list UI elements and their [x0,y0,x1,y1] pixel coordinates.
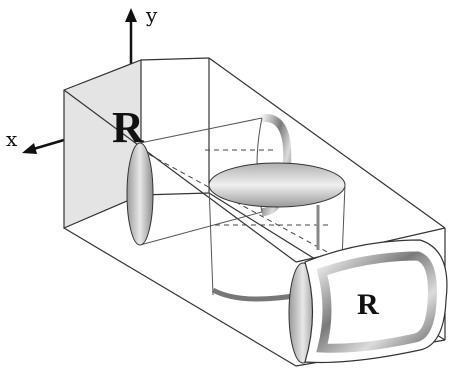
output-ring-band [316,251,437,353]
x-axis-label: x [6,127,18,151]
bottom-left-edge [63,227,297,367]
output-ring: R [304,239,448,364]
lens-2-top [208,162,346,208]
y-axis-arrowhead [125,8,137,22]
y-axis-label: y [145,3,158,27]
x-axis: x [6,127,65,154]
x-axis-arrowhead [22,143,37,154]
cyl1-bottom-edge [139,211,263,246]
cylinder-2 [208,162,346,302]
y-axis: y [125,3,158,70]
cyl2-bottom-rim [211,287,301,302]
optical-axis-line [140,149,361,271]
cyl1-top-edge [139,117,263,144]
top-back-edge-left [140,57,210,61]
top-right-edge [208,57,446,229]
output-letter-r: R [357,288,379,321]
top-left-edge [63,89,297,263]
lens-1 [126,142,154,246]
cyl2-right-edge [341,184,346,261]
cyl2-left-edge [208,184,214,296]
optical-axis [140,149,361,271]
x-axis-line [29,138,65,152]
